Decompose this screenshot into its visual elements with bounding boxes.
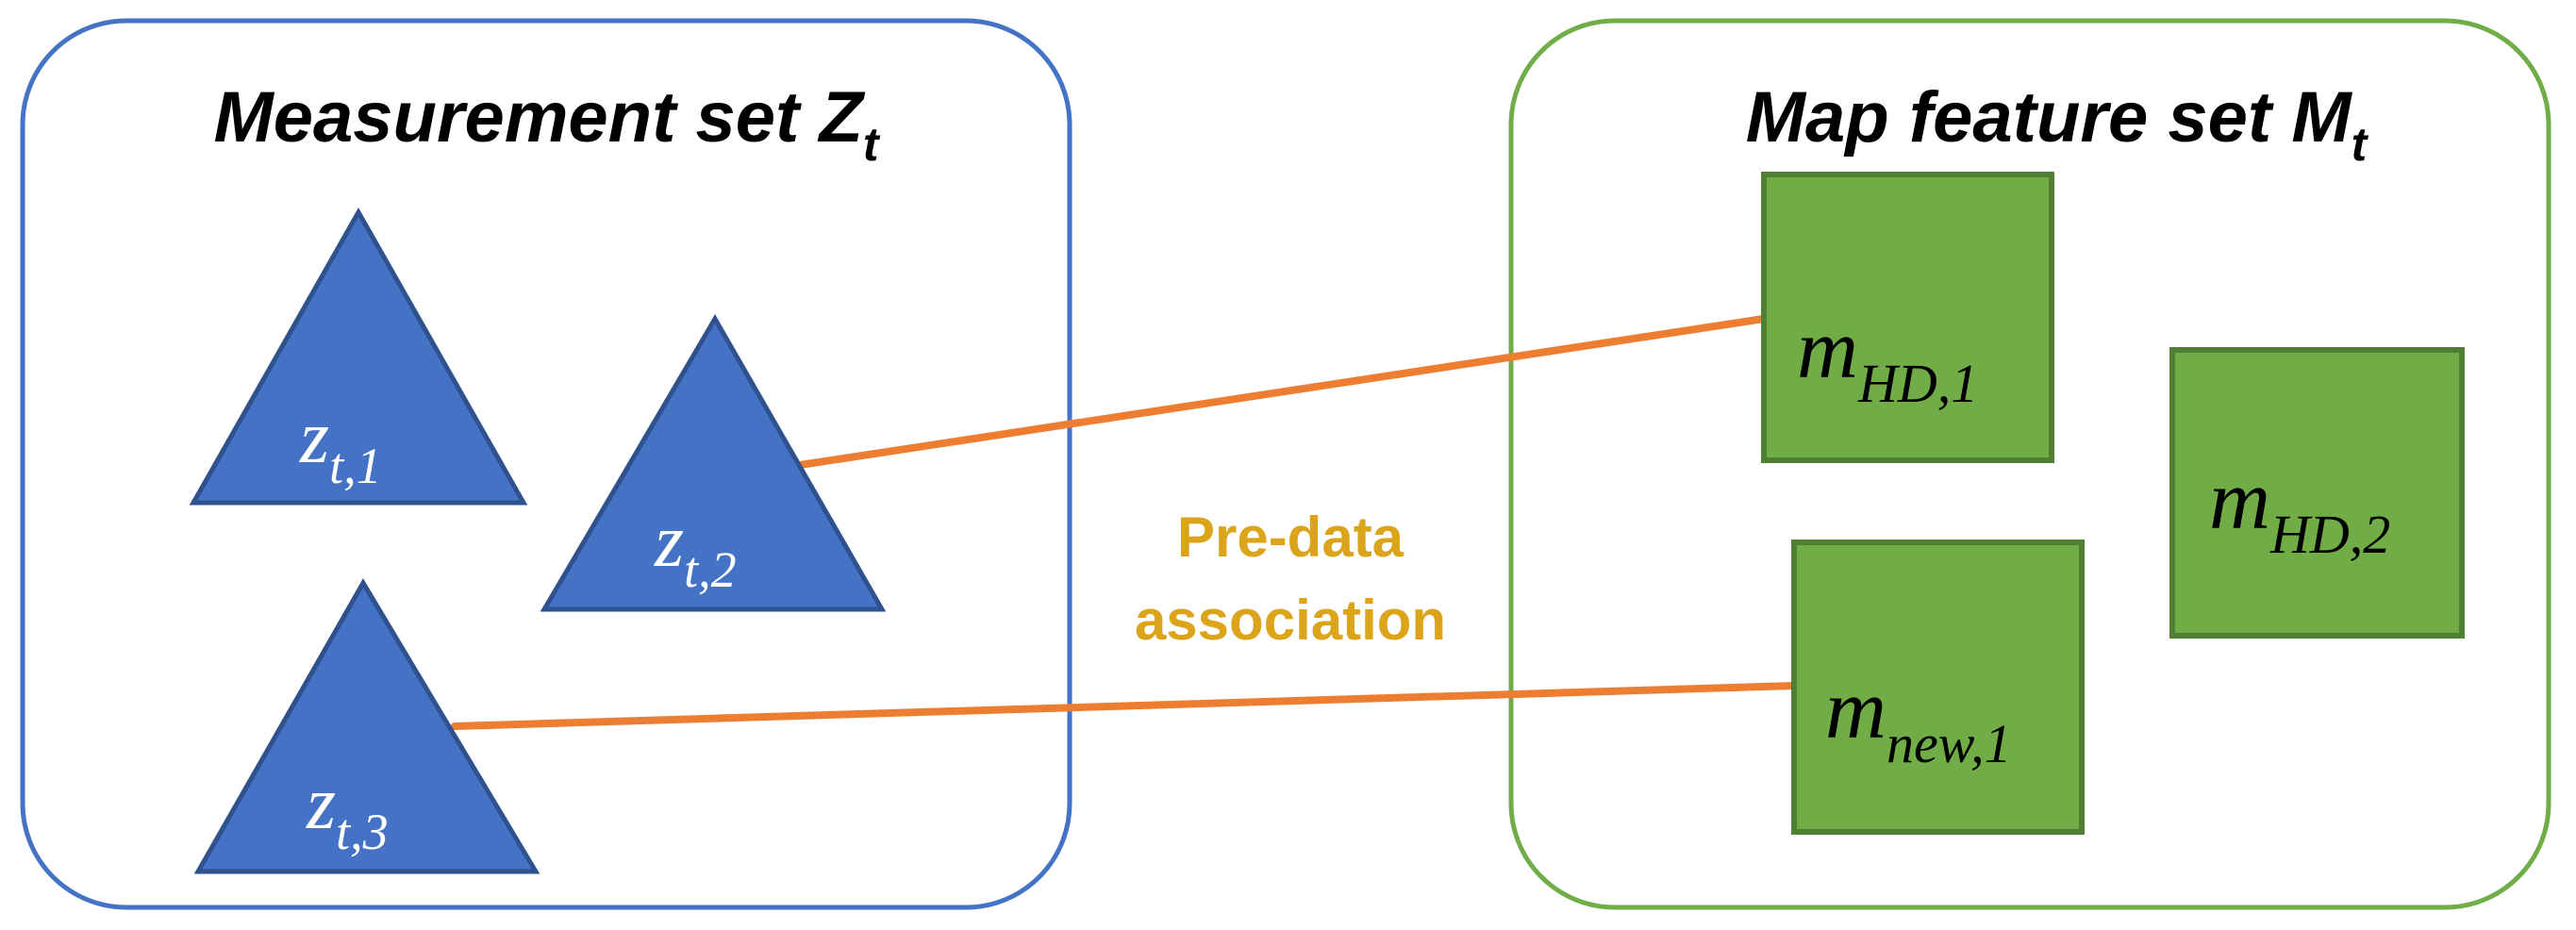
map-feature-subscript-m-new1: new,1: [1886, 713, 2012, 774]
map-feature-label-m-hd1: mHD,1: [1797, 303, 1978, 414]
map-feature-label-m-hd2: mHD,2: [2209, 454, 2390, 565]
map-feature-square-m-hd1: [1761, 172, 2054, 463]
map-feature-label-m-new1: mnew,1: [1825, 663, 2012, 774]
measurement-subscript-z-t1: t,1: [329, 438, 382, 494]
measurement-set-title: Measurement set Zt: [213, 77, 880, 171]
measurement-label-z-t2: zt,2: [654, 500, 737, 598]
association-label-line1: Pre-data: [1177, 506, 1404, 569]
map-feature-symbol-m-hd2: m: [2209, 454, 2270, 547]
map-feature-square-m-new1: [1791, 540, 2085, 835]
measurement-subscript-z-t3: t,3: [336, 804, 389, 860]
measurement-triangle-z-t1: [189, 207, 528, 506]
measurement-set-box: [20, 18, 1072, 910]
measurement-label-z-t1: zt,1: [299, 396, 382, 494]
measurement-label-z-t3: zt,3: [306, 762, 389, 860]
measurement-set-title-main: Measurement set Z: [213, 77, 865, 158]
measurement-subscript-z-t2: t,2: [684, 541, 737, 598]
measurement-symbol-z-t1: z: [299, 396, 329, 479]
map-feature-set-title-subscript: t: [2352, 118, 2369, 171]
map-feature-symbol-m-hd1: m: [1797, 303, 1858, 396]
measurement-triangle-z-t3: [193, 578, 540, 874]
map-feature-subscript-m-hd1: HD,1: [1857, 353, 1978, 414]
map-feature-set-title: Map feature set Mt: [1746, 77, 2369, 171]
measurement-symbol-z-t2: z: [654, 500, 684, 583]
map-feature-set-title-main: Map feature set M: [1746, 77, 2353, 158]
map-feature-square-m-hd2: [2169, 347, 2465, 639]
association-label-line2: association: [1135, 589, 1446, 652]
measurement-symbol-z-t3: z: [306, 762, 336, 845]
association-label: Pre-data association: [1135, 506, 1446, 652]
map-feature-subscript-m-hd2: HD,2: [2269, 504, 2390, 565]
association-line-z3-mnew1: [451, 682, 1798, 730]
measurement-set-title-subscript: t: [863, 118, 881, 171]
association-line-z2-mhd1: [796, 315, 1768, 469]
measurement-triangle-z-t2: [540, 314, 887, 612]
map-feature-symbol-m-new1: m: [1825, 663, 1886, 756]
